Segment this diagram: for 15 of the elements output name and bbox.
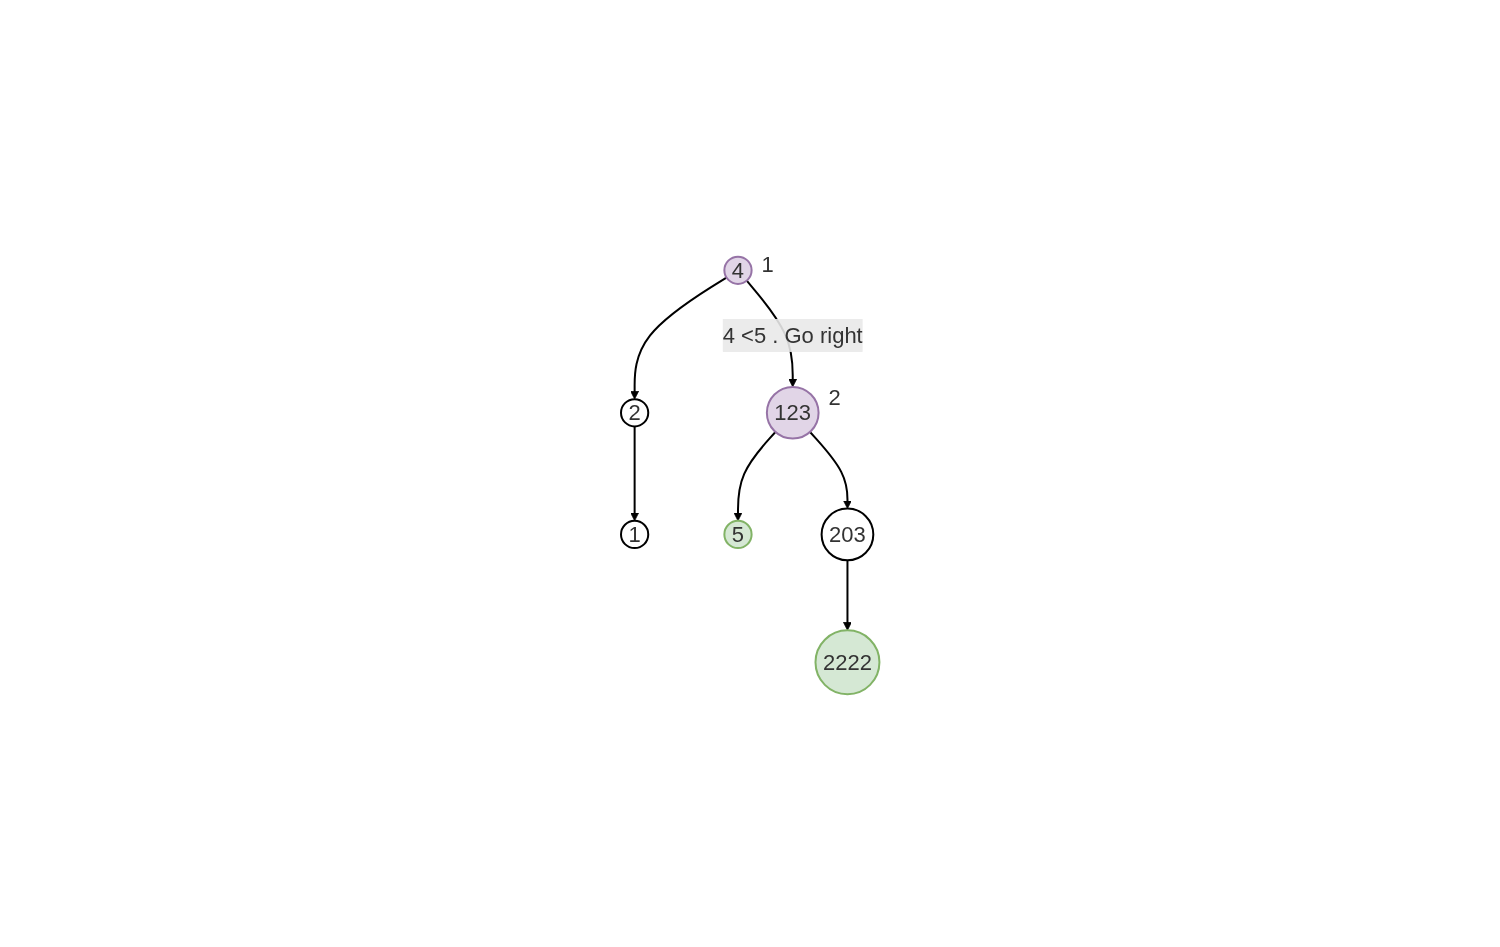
arrow [842, 559, 852, 632]
node-circle: 2 [619, 398, 650, 428]
arrow [630, 276, 728, 400]
arrow [733, 431, 777, 522]
arrow [630, 425, 639, 522]
node-circle: 5 [723, 520, 753, 550]
node-circle: 123 [765, 386, 820, 440]
node-circle: 2222 [814, 629, 881, 696]
edge-label: 4 <5 . Go right [722, 323, 863, 349]
arrow [808, 431, 852, 510]
node-circle: 1 [619, 520, 650, 550]
node-circle: 203 [820, 507, 875, 562]
step-number: 1 [761, 252, 774, 278]
step-number: 2 [828, 385, 841, 411]
node-circle: 4 [723, 256, 753, 286]
